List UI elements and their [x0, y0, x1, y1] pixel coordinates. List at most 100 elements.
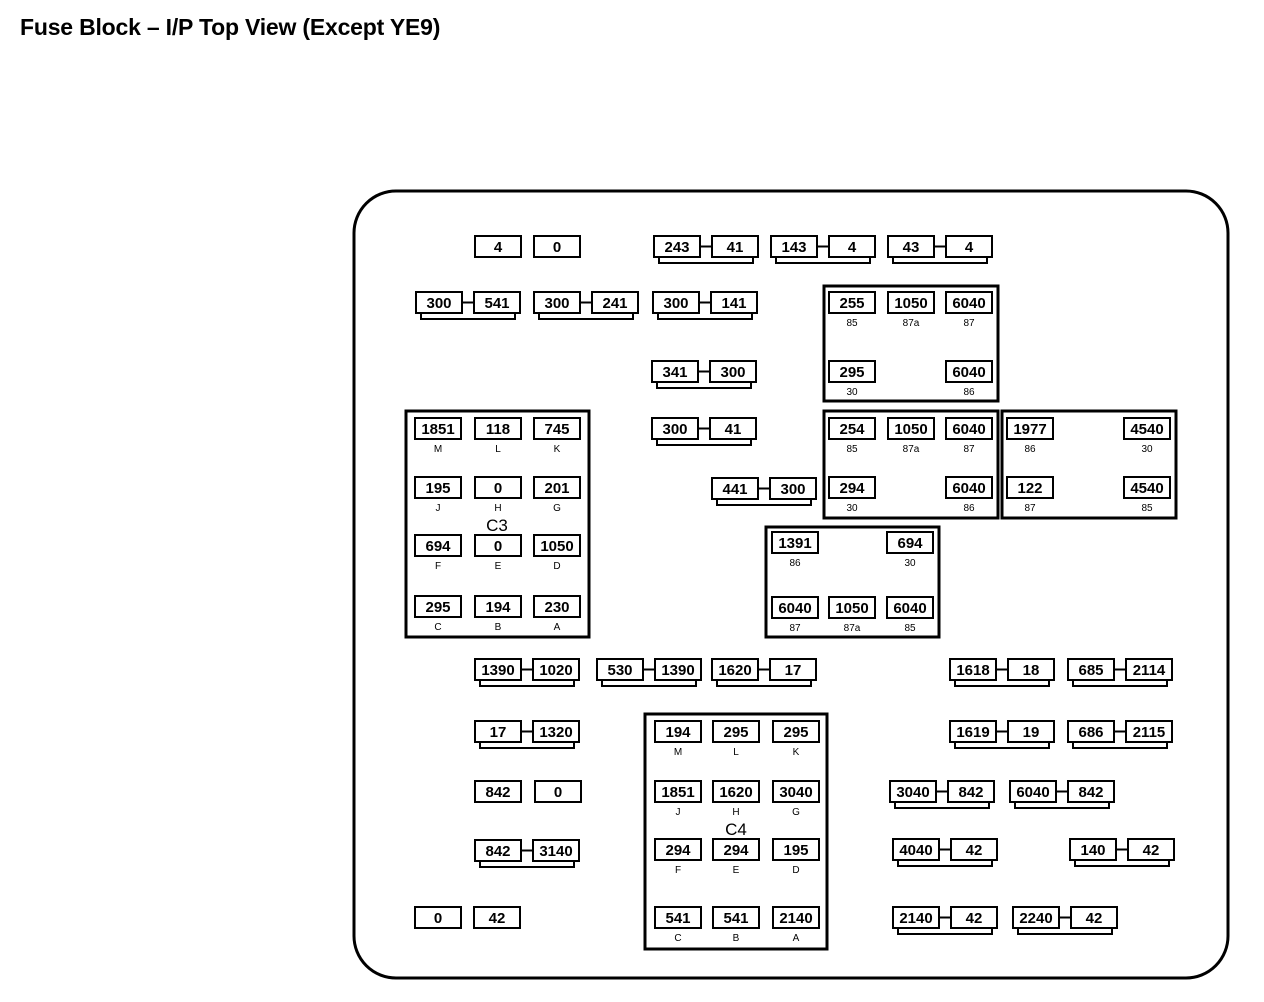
terminal-right: 3140: [532, 839, 580, 862]
relay-frame: [1000, 409, 1178, 520]
terminal-left-value: 2140: [899, 910, 932, 927]
terminal-left: 1620: [711, 658, 759, 681]
relay-pin-label: 85: [1141, 503, 1153, 514]
connector-pin-label: M: [674, 747, 682, 758]
terminal-left-value: 1618: [956, 662, 989, 679]
pair-bracket: [892, 257, 988, 264]
pair-bracket: [775, 257, 871, 264]
terminal-right-value: 41: [727, 239, 744, 256]
terminal-right: 42: [950, 838, 998, 861]
terminal-left-box: [949, 658, 997, 681]
terminal-pair: [479, 730, 575, 749]
relay-pin-label: 30: [904, 558, 916, 569]
terminal-left: 686: [1067, 720, 1115, 743]
connector-terminal-value: 295: [723, 724, 748, 741]
pair-bracket: [716, 680, 812, 687]
terminal-pair: [897, 916, 993, 935]
connector-terminal-value: 1050: [540, 538, 573, 555]
terminal-right: 19: [1007, 720, 1055, 743]
pair-bracket: [479, 861, 575, 868]
terminal-right-box: [1067, 780, 1115, 803]
terminal-left-box: [651, 417, 699, 440]
connector-terminal-value: 194: [485, 599, 511, 616]
relay-terminal: 1050: [887, 417, 935, 440]
connector-terminal-value: 1851: [421, 421, 454, 438]
connector-pin-label: M: [434, 444, 442, 455]
connector-terminal: 295: [712, 720, 760, 743]
connector-pin-label: G: [553, 503, 561, 514]
single-terminal: 0: [414, 906, 462, 929]
connector-terminal-box: [772, 906, 820, 929]
terminal-left-box: [1067, 720, 1115, 743]
connector-terminal-value: 0: [494, 480, 502, 497]
relay-terminal-box: [945, 360, 993, 383]
connector-terminal-box: [533, 595, 581, 618]
connector-pin-label: C: [434, 622, 441, 633]
pair-bracket: [954, 742, 1050, 749]
connector-terminal-box: [414, 476, 462, 499]
terminal-pair: [479, 668, 575, 687]
connector-pin-label: F: [435, 561, 441, 572]
connector-terminal-value: 2140: [779, 910, 812, 927]
connector-terminal-value: 195: [425, 480, 450, 497]
relay-pin-label: 85: [846, 444, 858, 455]
terminal-pair: [716, 668, 812, 687]
terminal-left: 3040: [889, 780, 937, 803]
connector-terminal: 295: [772, 720, 820, 743]
connector-terminal: 1620: [712, 780, 760, 803]
relay-terminal-value: 6040: [952, 364, 985, 381]
terminal-left-value: 530: [607, 662, 632, 679]
connector-terminal-box: [654, 906, 702, 929]
relay-terminal-box: [828, 596, 876, 619]
relay-pin-label: 87a: [903, 318, 920, 329]
connector-pin-label: B: [733, 933, 740, 944]
terminal-right-value: 300: [780, 481, 805, 498]
terminal-pair: [1074, 848, 1170, 867]
connector-terminal-box: [772, 838, 820, 861]
connector-name: C4: [725, 820, 747, 839]
single-terminal-value: 842: [485, 784, 510, 801]
connector-terminal: 294: [712, 838, 760, 861]
relay-terminal-box: [945, 417, 993, 440]
terminal-pair: [1014, 790, 1110, 809]
connector-terminal-value: 230: [544, 599, 569, 616]
pair-bracket: [1074, 860, 1170, 867]
terminal-left-box: [415, 291, 463, 314]
relay-terminal-box: [945, 476, 993, 499]
relay-terminal-value: 694: [897, 535, 923, 552]
terminal-right-value: 17: [785, 662, 802, 679]
single-terminal-value: 42: [489, 910, 506, 927]
relay-terminal-box: [828, 417, 876, 440]
terminal-right-box: [532, 658, 580, 681]
pair-bracket: [897, 860, 993, 867]
connector-frame: [404, 409, 591, 639]
terminal-left: 1390: [474, 658, 522, 681]
terminal-pair: [601, 668, 697, 687]
connector-terminal-box: [712, 906, 760, 929]
connector-terminal-value: 195: [783, 842, 808, 859]
connector-terminal: 195: [772, 838, 820, 861]
connector-terminal: 1851: [414, 417, 462, 440]
terminal-right: 1390: [654, 658, 702, 681]
connector-pin-label: D: [553, 561, 560, 572]
relay-terminal-box: [1006, 476, 1054, 499]
connector-terminal-value: 201: [544, 480, 569, 497]
connector-frame: [643, 712, 829, 951]
connector-terminal: 0: [474, 476, 522, 499]
single-terminal-box: [473, 906, 521, 929]
connector-pin-label: E: [495, 561, 502, 572]
relay-terminal-value: 1391: [778, 535, 811, 552]
connector-terminal-value: 745: [544, 421, 569, 438]
relay-terminal-value: 6040: [778, 600, 811, 617]
connector-terminal-value: 294: [665, 842, 691, 859]
terminal-right-value: 19: [1023, 724, 1040, 741]
relay-terminal-box: [886, 531, 934, 554]
terminal-left: 300: [533, 291, 581, 314]
terminal-right-box: [828, 235, 876, 258]
terminal-right-value: 42: [966, 842, 983, 859]
terminal-pair: [658, 245, 754, 264]
single-terminal-box: [474, 235, 522, 258]
terminal-left-box: [892, 906, 940, 929]
terminal-left-value: 300: [662, 421, 687, 438]
connector-terminal: 3040: [772, 780, 820, 803]
